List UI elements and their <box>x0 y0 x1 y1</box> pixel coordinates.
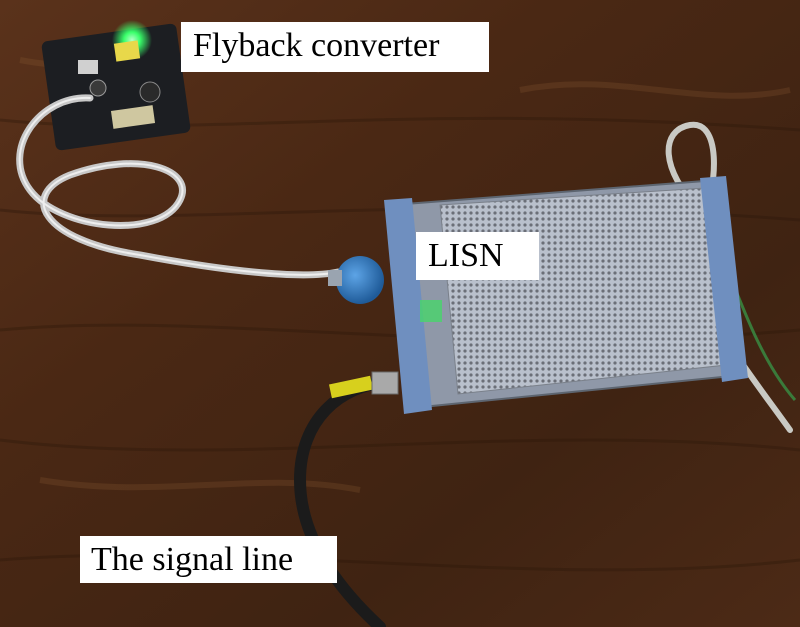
signal-cable-yellow-band <box>329 375 373 399</box>
lisn-input-connector <box>328 256 384 304</box>
flyback-pcb <box>41 20 191 151</box>
signal-line-label: The signal line <box>80 536 337 583</box>
bnc-connector <box>371 371 399 395</box>
lisn-device <box>384 176 748 414</box>
lisn-label: LISN <box>416 232 539 280</box>
flyback-converter-label: Flyback converter <box>181 22 489 72</box>
